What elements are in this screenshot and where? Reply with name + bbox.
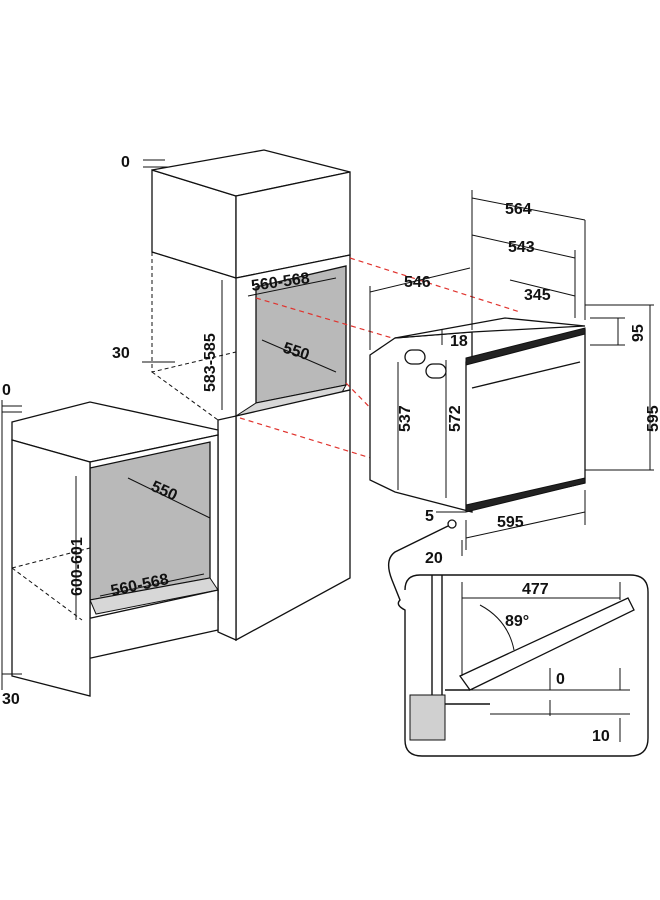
base-cabinet	[11, 401, 219, 697]
base-niche-height-label: 600-601	[69, 537, 86, 596]
tall-niche-height-label: 583-585	[202, 333, 219, 392]
base-cabinet-side	[11, 439, 91, 697]
cavity-height-label: 572	[447, 405, 464, 432]
body-depth-dim	[471, 234, 576, 259]
bottom-offset-label: 5	[425, 508, 434, 525]
base-niche-depth-dim	[127, 477, 211, 519]
base-cabinet-hidden-edge-2	[11, 567, 83, 621]
body-depth-label: 543	[508, 239, 535, 256]
panel-height-label: 95	[630, 324, 647, 342]
tall-cabinet-lower-side	[235, 389, 351, 642]
tall-cabinet-lower-front	[217, 415, 237, 642]
guide-line-2	[255, 297, 441, 353]
detail-callout-marker	[447, 519, 457, 529]
side-depth-dim	[369, 267, 471, 293]
rear-depth-dim	[509, 279, 576, 297]
detail-cabinet-section	[409, 694, 446, 741]
oven-control-panel-edge	[465, 327, 586, 366]
tall-niche-width-dim	[247, 277, 337, 297]
oven-vent-1	[404, 349, 426, 365]
oven-vent-2	[425, 363, 447, 379]
gap-top-label: 0	[556, 671, 565, 688]
detail-inset-outline	[387, 525, 649, 757]
base-niche-width-dim	[99, 573, 205, 597]
overall-depth-label: 564	[505, 201, 532, 218]
tall-side-offset-label: 30	[112, 345, 130, 362]
door-angle-label: 89°	[505, 613, 529, 630]
overall-depth-dim	[471, 197, 586, 221]
front-offset-label: 20	[425, 550, 443, 567]
oven-panel-seam	[471, 361, 581, 389]
detail-open-door	[459, 597, 635, 691]
front-width-label: 595	[497, 514, 524, 531]
tall-top-gap-label: 0	[121, 154, 130, 171]
door-depth-label: 477	[522, 581, 549, 598]
door-angle-arc	[479, 604, 515, 651]
top-offset-label: 18	[450, 333, 468, 350]
tall-niche-depth-dim	[261, 339, 337, 373]
base-side-offset-label: 30	[2, 691, 20, 708]
guide-line-1	[349, 257, 521, 313]
side-depth-label: 546	[404, 274, 431, 291]
front-height-label: 595	[645, 405, 660, 432]
tall-cabinet-hidden-edge-3	[151, 251, 237, 279]
base-top-gap-label: 0	[2, 382, 11, 399]
tall-cabinet	[151, 149, 351, 642]
gap-bottom-label: 10	[592, 728, 610, 745]
front-width-dim	[465, 511, 586, 539]
rear-depth-label: 345	[524, 287, 551, 304]
door-detail-inset	[387, 525, 649, 757]
oven-door-bottom-edge	[465, 477, 586, 513]
body-height-label: 537	[397, 405, 414, 432]
